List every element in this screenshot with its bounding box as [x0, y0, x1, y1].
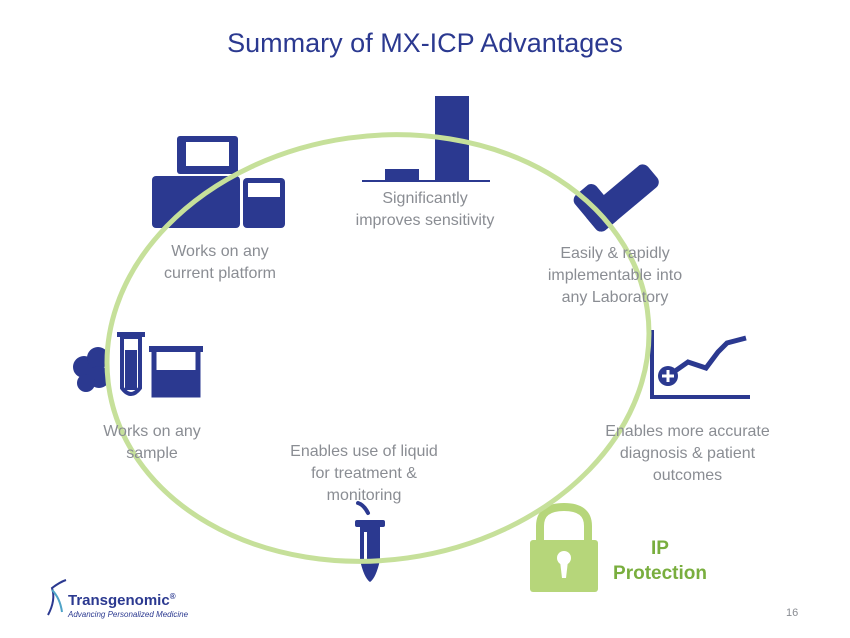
- page-number: 16: [786, 607, 799, 619]
- sample-icon: [73, 332, 203, 398]
- logo-tagline: Advancing Personalized Medicine: [68, 610, 189, 619]
- checkmark-icon: [573, 164, 659, 232]
- pipette-icon: [355, 501, 385, 582]
- slide-title: Summary of MX-ICP Advantages: [227, 28, 623, 58]
- logo-name: Transgenomic®: [68, 592, 176, 609]
- label-implementable: Easily & rapidly implementable into any …: [547, 245, 683, 306]
- logo-helix-icon: [47, 579, 67, 616]
- label-diagnosis: Enables more accurate diagnosis & patien…: [605, 423, 770, 484]
- label-sensitivity: Significantly improves sensitivity: [355, 190, 495, 229]
- label-platform: Works on any current platform: [163, 243, 277, 282]
- label-liquid: Enables use of liquid for treatment & mo…: [290, 443, 438, 504]
- bar-chart-icon: [362, 96, 490, 182]
- padlock-icon: [530, 502, 598, 592]
- label-sample: Works on any sample: [103, 423, 201, 462]
- cycle-ellipse: [104, 132, 652, 564]
- label-ip-protection: IP Protection: [613, 538, 707, 584]
- growth-chart-icon: [650, 330, 750, 399]
